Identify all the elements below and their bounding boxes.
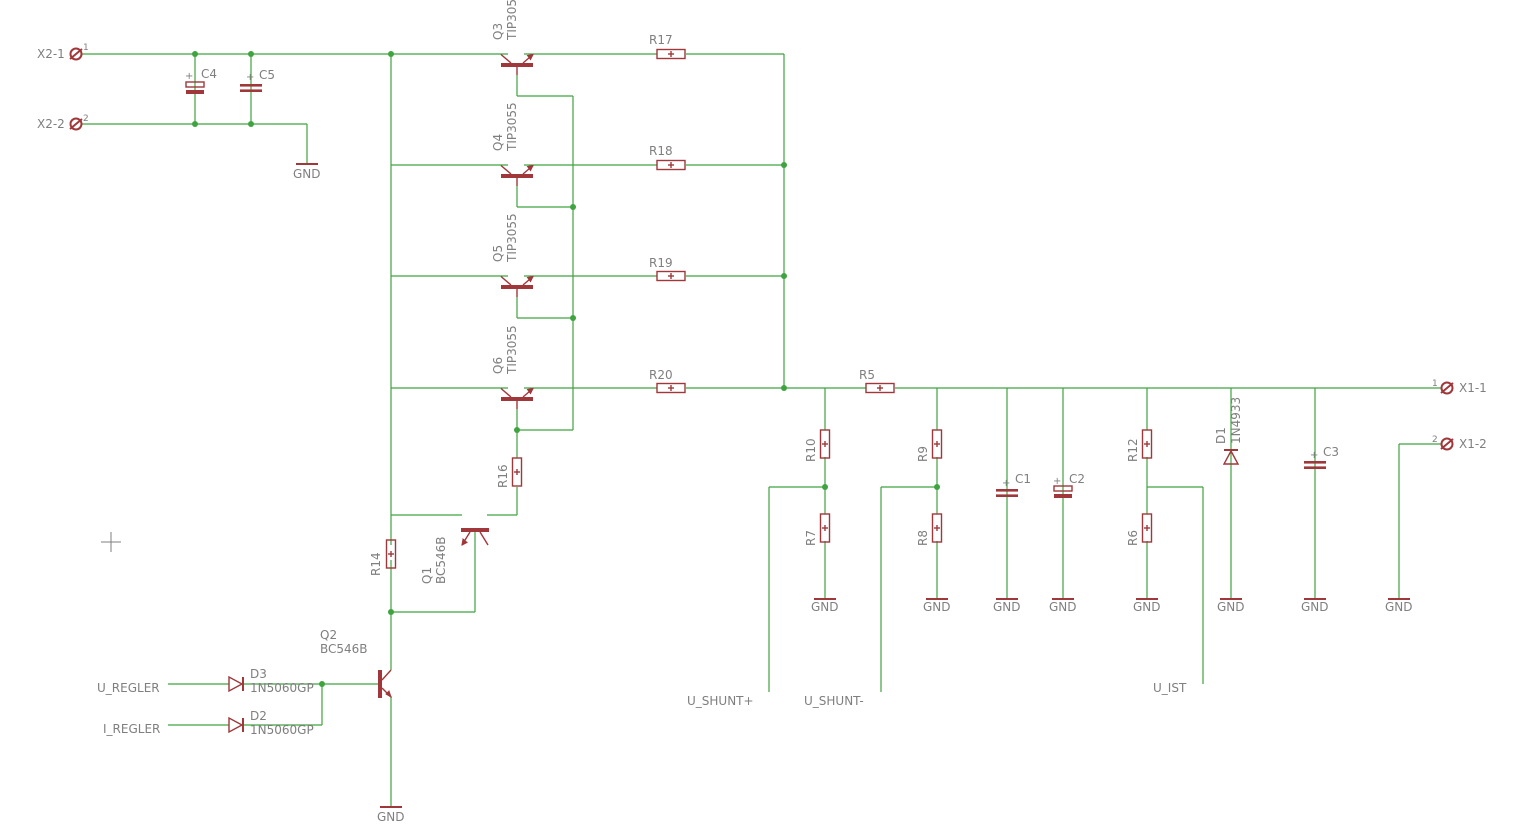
r16-label: R16 bbox=[496, 464, 510, 488]
diode-d2[interactable] bbox=[228, 716, 244, 734]
resistor-r18[interactable] bbox=[656, 159, 686, 171]
transistor-q2[interactable] bbox=[378, 669, 392, 699]
transistor-q4[interactable] bbox=[500, 164, 534, 187]
connector-x1-1[interactable] bbox=[1440, 381, 1454, 395]
d3-label: D3 bbox=[250, 667, 267, 681]
diode-d3[interactable] bbox=[228, 675, 244, 693]
c4-label: C4 bbox=[201, 67, 217, 81]
u-ist-net-label: U_IST bbox=[1153, 681, 1187, 695]
gnd-label: GND bbox=[1301, 600, 1329, 614]
x2-1-pin: 1 bbox=[83, 43, 89, 53]
gnd-label: GND bbox=[293, 167, 321, 181]
resistor-r19[interactable] bbox=[656, 270, 686, 282]
gnd-label: GND bbox=[993, 600, 1021, 614]
q2-value: BC546B bbox=[320, 642, 368, 656]
c1-label: C1 bbox=[1015, 472, 1031, 486]
r20-label: R20 bbox=[649, 368, 673, 382]
d2-value: 1N5060GP bbox=[250, 723, 314, 737]
resistor-r8[interactable] bbox=[931, 513, 943, 543]
x1-2-label: X1-2 bbox=[1459, 437, 1487, 451]
transistor-q5[interactable] bbox=[500, 275, 534, 298]
svg-text:+: + bbox=[1053, 476, 1061, 487]
junctions bbox=[192, 51, 940, 687]
d2-label: D2 bbox=[250, 709, 267, 723]
r14-label: R14 bbox=[369, 552, 383, 576]
c2-label: C2 bbox=[1069, 472, 1085, 486]
gnd-label: GND bbox=[1049, 600, 1077, 614]
diode-d1[interactable] bbox=[1222, 449, 1240, 465]
r7-label: R7 bbox=[804, 530, 818, 546]
q3-value: TIP3055 bbox=[505, 0, 519, 41]
gnd-label: GND bbox=[1133, 600, 1161, 614]
r17-label: R17 bbox=[649, 33, 673, 47]
u-regler-net-label: U_REGLER bbox=[97, 681, 160, 695]
x2-2-pin: 2 bbox=[83, 114, 89, 124]
r6-label: R6 bbox=[1126, 530, 1140, 546]
u-shunt-plus-net-label: U_SHUNT+ bbox=[687, 694, 754, 708]
q5-label: Q5 bbox=[491, 245, 505, 262]
transistor-q3[interactable] bbox=[500, 53, 534, 76]
resistor-r12[interactable] bbox=[1141, 429, 1153, 459]
x1-1-pin: 1 bbox=[1432, 379, 1438, 389]
connector-x2-2[interactable] bbox=[69, 117, 83, 131]
x1-2-pin: 2 bbox=[1432, 435, 1438, 445]
gnd-label: GND bbox=[811, 600, 839, 614]
gnd-label: GND bbox=[1217, 600, 1245, 614]
wires bbox=[82, 53, 1442, 806]
q1-value: BC546B bbox=[434, 536, 448, 584]
x2-1-label: X2-1 bbox=[37, 47, 65, 61]
resistor-r6[interactable] bbox=[1141, 513, 1153, 543]
connector-x1-2[interactable] bbox=[1440, 437, 1454, 451]
r12-label: R12 bbox=[1126, 438, 1140, 462]
resistor-r5[interactable] bbox=[865, 382, 895, 394]
svg-text:+: + bbox=[185, 71, 193, 82]
q6-value: TIP3055 bbox=[505, 325, 519, 375]
r5-label: R5 bbox=[859, 368, 875, 382]
resistor-r7[interactable] bbox=[819, 513, 831, 543]
transistor-q1[interactable] bbox=[461, 528, 489, 546]
resistor-r20[interactable] bbox=[656, 382, 686, 394]
c5-label: C5 bbox=[259, 68, 275, 82]
q2-label: Q2 bbox=[320, 628, 337, 642]
q6-label: Q6 bbox=[491, 357, 505, 374]
x1-1-label: X1-1 bbox=[1459, 381, 1487, 395]
gnd-symbols bbox=[295, 163, 1411, 808]
q4-label: Q4 bbox=[491, 134, 505, 151]
svg-text:+: + bbox=[1002, 478, 1010, 489]
connector-x2-1[interactable] bbox=[69, 47, 83, 61]
r9-label: R9 bbox=[916, 446, 930, 462]
q5-value: TIP3055 bbox=[505, 213, 519, 263]
transistor-q6[interactable] bbox=[500, 387, 534, 410]
q1-label: Q1 bbox=[420, 567, 434, 584]
d1-label: D1 bbox=[1214, 427, 1228, 444]
q4-value: TIP3055 bbox=[505, 102, 519, 152]
d1-value: 1N4933 bbox=[1229, 397, 1243, 444]
r18-label: R18 bbox=[649, 144, 673, 158]
resistor-r9[interactable] bbox=[931, 429, 943, 459]
r10-label: R10 bbox=[804, 438, 818, 462]
gnd-label: GND bbox=[1385, 600, 1413, 614]
q3-label: Q3 bbox=[491, 23, 505, 40]
gnd-label: GND bbox=[377, 810, 405, 824]
r19-label: R19 bbox=[649, 256, 673, 270]
svg-text:+: + bbox=[246, 72, 254, 83]
crosshair-cursor-icon bbox=[101, 532, 121, 552]
svg-text:+: + bbox=[1310, 450, 1318, 461]
resistor-r16[interactable] bbox=[511, 457, 523, 487]
x2-2-label: X2-2 bbox=[37, 117, 65, 131]
i-regler-net-label: I_REGLER bbox=[103, 722, 160, 736]
gnd-label: GND bbox=[923, 600, 951, 614]
resistor-r10[interactable] bbox=[819, 429, 831, 459]
resistor-r17[interactable] bbox=[656, 48, 686, 60]
u-shunt-minus-net-label: U_SHUNT- bbox=[804, 694, 864, 708]
c3-label: C3 bbox=[1323, 445, 1339, 459]
d3-value: 1N5060GP bbox=[250, 681, 314, 695]
r8-label: R8 bbox=[916, 530, 930, 546]
